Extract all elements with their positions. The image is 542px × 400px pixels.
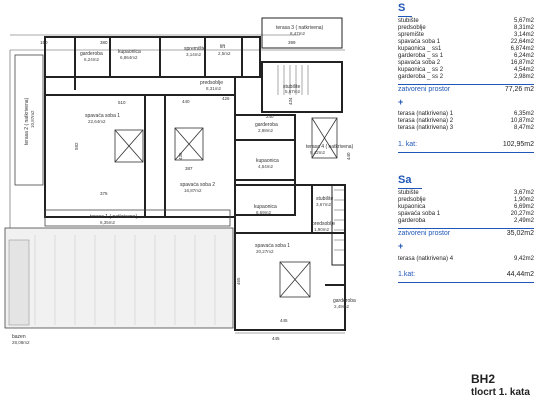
floor-plan: terasa 3 ( natkrivena) 8,47m2 garderoba … [4, 17, 356, 345]
divider [398, 152, 534, 153]
room-name: stubište [316, 196, 333, 202]
room-name: spremište [184, 46, 206, 52]
room-area: 3,14m2 [186, 52, 202, 57]
dimension-label: 465 [236, 277, 241, 285]
dimension-label: 445 [272, 336, 280, 341]
room-name: garderoba [80, 51, 103, 57]
terrace-2-outline [14, 54, 44, 186]
room-area: 1,90m2 [314, 227, 330, 232]
room-name: predsoblje [312, 221, 335, 227]
room-area: 20,27m2 [256, 249, 274, 254]
floor-total: 1. kat:102,95m2 [398, 141, 534, 148]
room-name: predsoblje [200, 80, 223, 86]
room-area: 4,54m2 [258, 164, 274, 169]
dimension-label: 240 [266, 114, 274, 119]
dimension-lines [9, 34, 345, 334]
room-name: bazen [12, 334, 26, 340]
room-name: kupaonica [254, 204, 277, 210]
room-area: 2,98m2 [258, 128, 274, 133]
room-area: 10,87m2 [30, 110, 35, 128]
room-area: 6,69m2 [256, 210, 272, 215]
room-name: lift [220, 44, 226, 50]
room-name: kupaonica [118, 49, 141, 55]
dimension-label: 434 [288, 97, 293, 105]
room-area: 16,87m2 [184, 188, 202, 193]
room-area: 2,49m2 [334, 304, 350, 309]
dimension-label: 445 [280, 318, 288, 323]
unit-s-header: S [398, 2, 406, 14]
room-area: 6,35m2 [100, 220, 116, 225]
room-name: spavaća soba 1 [85, 113, 120, 119]
room-name: kupaonica [256, 158, 279, 164]
room-name: stubište [283, 84, 300, 90]
dimension-label: 150 [40, 40, 48, 45]
divider [398, 282, 534, 283]
dimension-label: 380 [100, 40, 108, 45]
pool [4, 227, 234, 329]
dimension-label: 426 [222, 96, 230, 101]
room-area: 28,08m2 [12, 340, 30, 345]
room-area: 2,5m2 [218, 51, 231, 56]
room-area: 8,47m2 [290, 31, 306, 36]
dimension-label: 510 [118, 100, 126, 105]
room-area: 3,67m2 [316, 202, 332, 207]
room-area: 6,864m2 [120, 55, 138, 60]
room-name: terasa 4 ( natkrivena) [306, 144, 354, 150]
dimension-label: 440 [182, 99, 190, 104]
divider [398, 84, 534, 85]
divider [398, 228, 534, 229]
room-area: 8,31m2 [206, 86, 222, 91]
dimension-label: 440 [346, 152, 351, 160]
room-name: spavaća soba 1 [255, 243, 290, 249]
room-name: spavaća soba 2 [180, 182, 215, 188]
dimension-label: 376 [100, 191, 108, 196]
room-area: 6,24m2 [84, 57, 100, 62]
drawing-title: BH2 [471, 372, 496, 386]
dimension-label: 436 [178, 152, 183, 160]
walls [44, 17, 346, 331]
room-name: terasa 3 ( natkrivena) [276, 25, 324, 31]
divider [398, 188, 422, 189]
floor-total: 1.kat:44,44m2 [398, 271, 534, 278]
room-name: terasa 1 ( natkrivena) [90, 214, 138, 220]
room-area: 22,64m2 [88, 119, 106, 124]
stairs [277, 65, 344, 251]
plus-sign: + [398, 241, 404, 251]
unit-sa-header: Sa [398, 174, 412, 186]
dimension-label: 399 [288, 40, 296, 45]
room-name: garderoba [255, 122, 278, 128]
dimension-label: 387 [185, 166, 193, 171]
furniture [114, 117, 338, 298]
room-area: 9,42m2 [310, 150, 326, 155]
room-area: 5,67m2 [285, 89, 301, 94]
dimension-label: 582 [74, 142, 79, 150]
drawing-subtitle: tlocrt 1. kata [471, 387, 530, 398]
divider [398, 16, 412, 17]
room-name: terasa 2 ( natkrivena) [24, 97, 30, 145]
plus-sign: + [398, 97, 404, 107]
room-name: garderoba [333, 298, 356, 304]
terrace-1-outline [44, 209, 231, 227]
